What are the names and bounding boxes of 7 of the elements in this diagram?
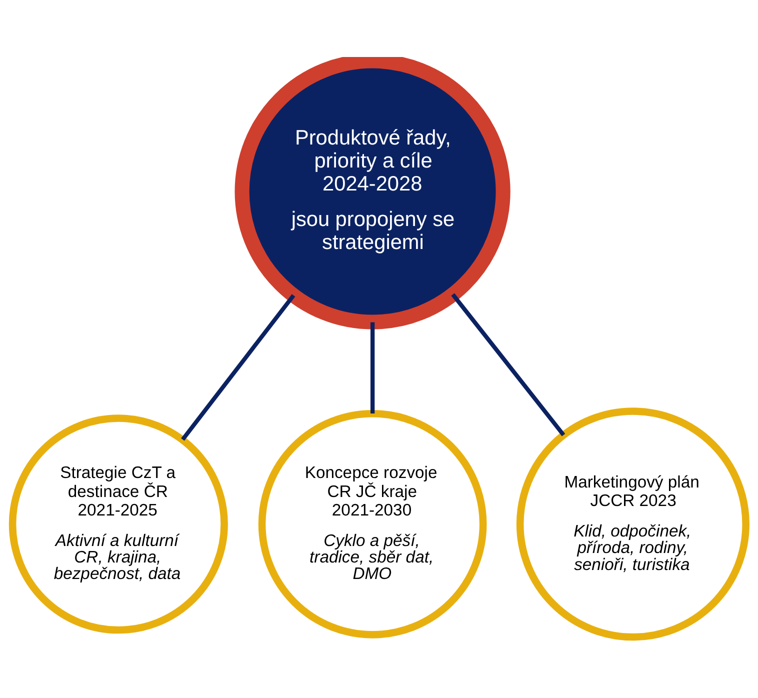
connector (181, 294, 296, 441)
connector (370, 322, 375, 414)
node-circle: Strategie CzT a destinace ČR 2021-2025 Aktivní a kulturní CR, krajina, bezpečnost, data (8, 414, 228, 634)
node-circle: Produktové řady, priority a cíle 2024-2028 jsou propojeny se strategiemi (234, 57, 510, 330)
connector (451, 293, 566, 436)
node-circle: Marketingový plán JCCR 2023 Klid, odpočinek, příroda, rodiny, senioři, turistika (516, 408, 750, 641)
node-circle: Koncepce rozvoje CR JČ kraje 2021-2030 Cyklo a pěší, tradice, sběr dat, DMO (258, 410, 487, 638)
